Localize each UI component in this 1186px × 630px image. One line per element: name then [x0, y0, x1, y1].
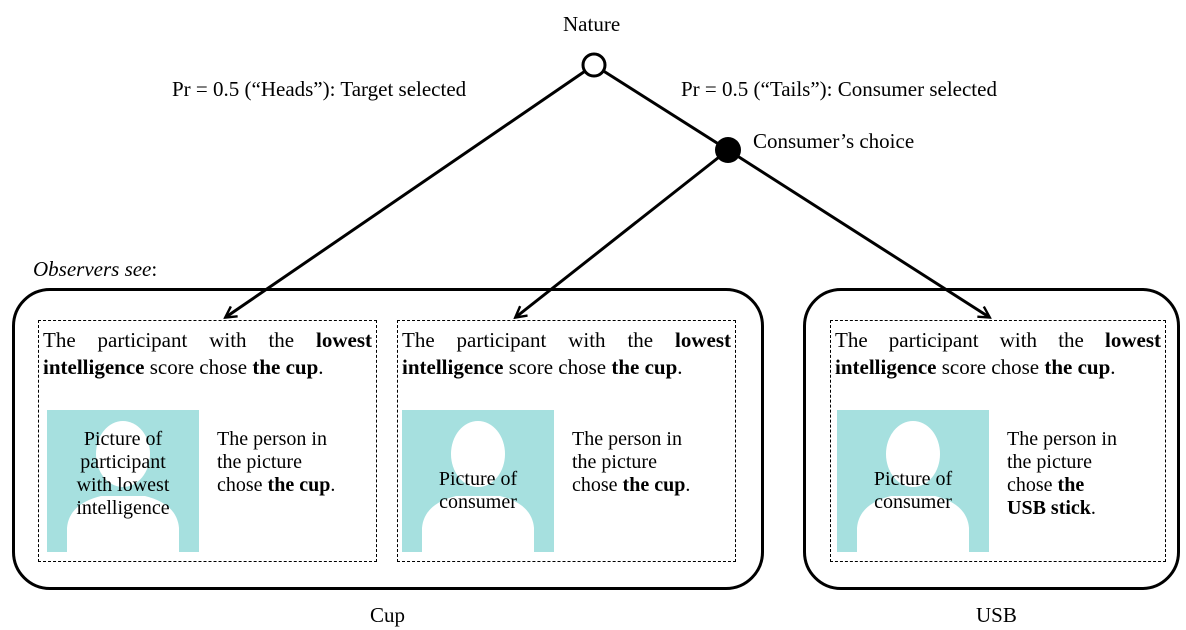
observers-label-text: Observers see — [33, 257, 152, 281]
cup-group-label: Cup — [370, 603, 406, 627]
consumer-picture-placeholder: Picture of consumer — [837, 410, 989, 552]
panel-caption: The person in the picture chose the USB … — [1007, 428, 1117, 519]
panel-consumer-usb: The participant with the lowest intellig… — [830, 320, 1166, 562]
photo-line: with lowest — [76, 474, 170, 496]
panel-headline: The participant with the lowest intellig… — [835, 328, 1161, 379]
usb-group-label: USB — [976, 603, 1017, 627]
photo-line: Picture of — [83, 428, 163, 450]
nature-node — [581, 52, 607, 78]
panel-headline: The participant with the lowest intellig… — [402, 328, 731, 379]
consumer-node — [715, 137, 741, 163]
nature-label: Nature — [563, 12, 621, 36]
observers-colon: : — [151, 257, 158, 281]
photo-line: Picture of — [873, 468, 953, 490]
branch-right-label: Pr = 0.5 (“Tails”): Consumer selected — [681, 77, 997, 101]
panel-caption: The person in the picture chose the cup. — [572, 428, 691, 496]
edge-nature-to-target — [226, 63, 595, 317]
person-silhouette-icon — [857, 421, 969, 552]
photo-line: participant — [80, 451, 166, 473]
photo-line: intelligence — [76, 497, 170, 519]
consumer-picture-placeholder: Picture of consumer — [402, 410, 554, 552]
person-silhouette-icon — [67, 421, 179, 552]
panel-consumer-cup: The participant with the lowest intellig… — [397, 320, 736, 562]
consumer-choice-label: Consumer’s choice — [753, 129, 915, 153]
observers-label: Observers see: — [33, 259, 157, 280]
branch-left-label: Pr = 0.5 (“Heads”): Target selected — [172, 77, 467, 101]
panel-headline: The participant with the lowest intellig… — [43, 328, 372, 379]
target-picture-placeholder: Picture of participant with lowest intel… — [47, 410, 199, 552]
photo-line: Picture of — [438, 468, 518, 490]
person-silhouette-icon — [422, 421, 534, 552]
panel-caption: The person in the picture chose the cup. — [217, 428, 336, 496]
photo-line: consumer — [874, 491, 952, 513]
photo-line: consumer — [439, 491, 517, 513]
edge-nature-to-consumer — [593, 63, 729, 152]
cup-group — [12, 288, 764, 590]
usb-group — [803, 288, 1180, 590]
panel-target-cup: The participant with the lowest intellig… — [38, 320, 377, 562]
